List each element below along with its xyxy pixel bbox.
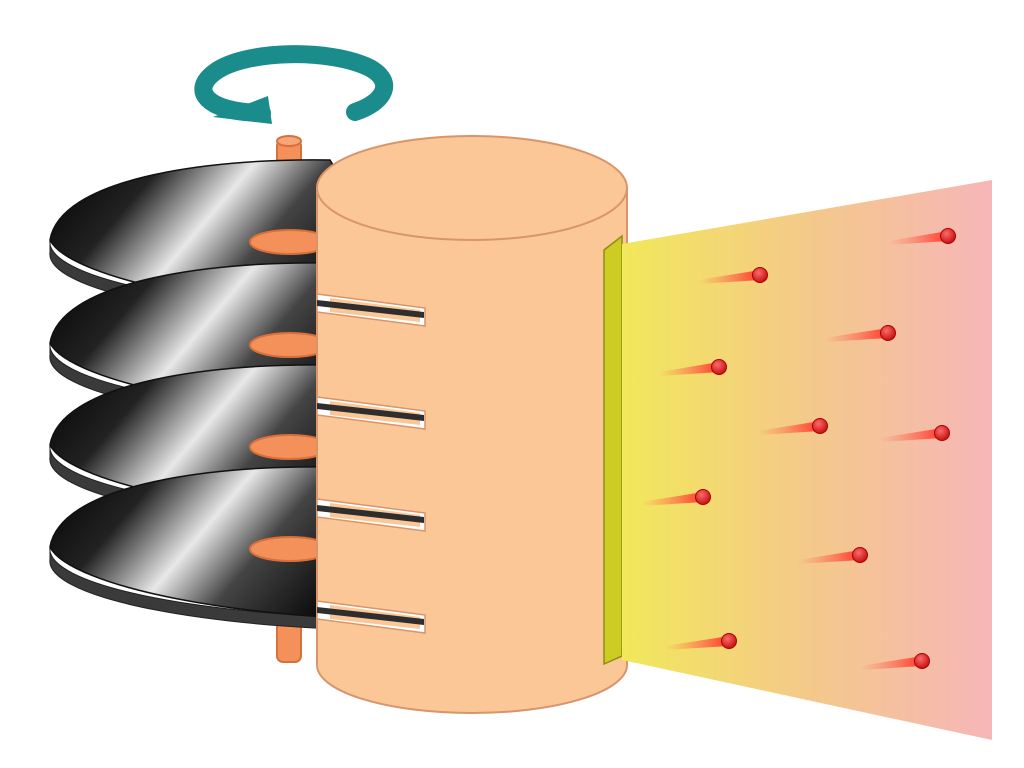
particle-trail <box>880 428 942 442</box>
particle-dot <box>752 267 768 283</box>
disk-edge-in-slot <box>317 403 424 421</box>
particle-dot <box>934 425 950 441</box>
particle-trail <box>659 362 719 376</box>
particle <box>665 633 737 650</box>
particle <box>824 325 896 342</box>
housing-cylinder <box>316 135 628 714</box>
particle-dot <box>852 547 868 563</box>
particle-dot <box>914 653 930 669</box>
particle <box>659 359 727 376</box>
exit-slit <box>603 234 623 666</box>
particle <box>758 418 828 435</box>
particle-dot <box>880 325 896 341</box>
disk-edge-in-slot <box>317 300 424 318</box>
particle-dot <box>812 418 828 434</box>
particle-trail <box>641 492 703 506</box>
particle-trail <box>698 270 760 284</box>
particle-beam <box>622 180 992 740</box>
particle-trail <box>665 636 729 650</box>
particle-trail <box>798 550 860 564</box>
particle <box>888 228 956 245</box>
particle-trail <box>888 231 948 245</box>
rotate-arrow-icon <box>194 45 394 124</box>
particle <box>641 489 711 506</box>
disk-edge-in-slot <box>317 505 424 523</box>
particle-group <box>641 228 956 670</box>
particle <box>698 267 768 284</box>
particle-trail <box>758 421 820 435</box>
particle-trail <box>824 328 888 342</box>
particle-dot <box>721 633 737 649</box>
disk-edge-in-slot <box>317 607 424 625</box>
particle <box>880 425 950 442</box>
particle-dot <box>711 359 727 375</box>
particle-dot <box>940 228 956 244</box>
particle-trail <box>860 656 922 670</box>
particle-dot <box>695 489 711 505</box>
housing-disk-slots <box>316 293 426 634</box>
particle <box>798 547 868 564</box>
particle <box>860 653 930 670</box>
